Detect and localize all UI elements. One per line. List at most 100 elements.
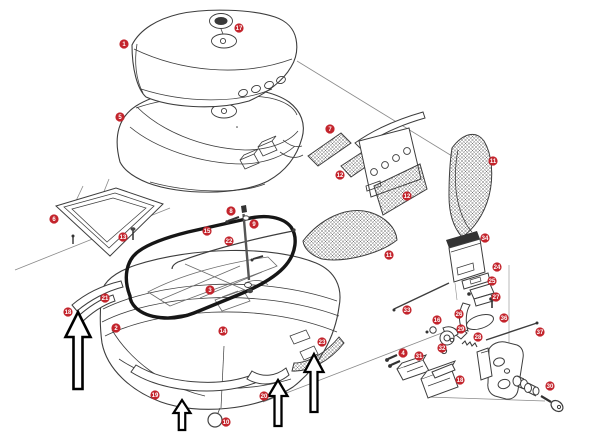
markers-layer: 1 17 5 7 12 12 11 11 6 13 8 9 15 22 3 21 18 2 14 19 20 23 10 34… [49, 23, 555, 427]
part-marker-number: 15 [204, 229, 211, 235]
plate-holder-top-bar [446, 231, 480, 248]
part-marker-number: 18 [65, 310, 72, 316]
lock-assembly [385, 231, 564, 413]
part-marker-number: 3 [208, 288, 212, 294]
part-marker-number: 5 [118, 115, 122, 121]
part-marker-23: 23 [317, 337, 327, 347]
part-marker-number: 24 [494, 265, 501, 271]
rod-right [485, 322, 538, 341]
part-marker-7: 7 [325, 124, 335, 134]
part-marker-number: 19 [152, 393, 159, 399]
part-marker-number: 21 [102, 296, 109, 302]
lid-vents [238, 75, 286, 98]
part-marker-number: 11 [386, 253, 393, 259]
part-marker-22: 22 [224, 236, 234, 246]
part-marker-number: 2 [114, 326, 118, 332]
part-marker-number: 17 [236, 26, 243, 32]
part-marker-31: 31 [414, 351, 424, 361]
points-to-part-arrow-2 [171, 397, 193, 432]
part-marker-21: 21 [100, 293, 110, 303]
part-marker-number: 10 [223, 420, 230, 426]
pad-right-crescent [448, 133, 493, 238]
part-marker-1: 1 [119, 39, 129, 49]
part-marker-number: 16 [434, 318, 441, 324]
part-marker-number: 37 [537, 330, 544, 336]
arrows-layer [63, 309, 326, 432]
cable-pulley [439, 326, 459, 346]
part-marker-5: 5 [115, 112, 125, 122]
part-marker-6: 6 [49, 214, 59, 224]
part-marker-number: 36 [501, 316, 508, 322]
key [540, 395, 564, 413]
points-to-part-arrow-4 [302, 351, 326, 414]
part-marker-14: 14 [218, 326, 228, 336]
part-marker-number: 12 [404, 194, 411, 200]
release-cable [171, 228, 296, 270]
part-marker-number: 25 [489, 279, 496, 285]
part-marker-number: 12 [337, 173, 344, 179]
part-marker-28: 28 [473, 332, 483, 342]
part-marker-18: 18 [63, 307, 73, 317]
part-marker-3: 3 [205, 285, 215, 295]
part-marker-number: 34 [482, 236, 489, 242]
part-marker-8: 8 [226, 206, 236, 216]
part-marker-number: 13 [120, 235, 127, 241]
part-marker-12: 12 [402, 191, 412, 201]
part-marker-17: 17 [234, 23, 244, 33]
part-marker-number: 32 [439, 346, 446, 352]
part-marker-25: 25 [487, 276, 497, 286]
part-marker-4: 4 [398, 348, 408, 358]
part-marker-26: 26 [454, 309, 464, 319]
part-marker-30: 30 [545, 381, 555, 391]
part-marker-18: 18 [455, 375, 465, 385]
part-marker-33: 33 [402, 305, 412, 315]
button-screws [385, 353, 401, 368]
plate-bracket [476, 347, 493, 381]
part-marker-34: 34 [480, 233, 490, 243]
part-marker-11: 11 [384, 250, 394, 260]
lid-keyhole-disc [211, 33, 237, 49]
backrest-pads [302, 111, 493, 261]
part-marker-32: 32 [437, 343, 447, 353]
case-body [116, 86, 304, 193]
part-marker-number: 7 [328, 127, 332, 133]
part-marker-number: 8 [229, 209, 233, 215]
part-marker-24: 24 [492, 262, 502, 272]
part-marker-number: 11 [490, 159, 497, 165]
ball-knob [207, 407, 223, 428]
circlip [429, 326, 437, 334]
part-marker-16: 16 [432, 315, 442, 325]
rack-plate [55, 187, 164, 257]
lock-cylinder [512, 375, 540, 397]
brand-emblem [209, 13, 233, 35]
lock-cam [466, 313, 494, 331]
points-to-part-arrow-3 [266, 377, 290, 428]
seal-gasket-ring [124, 214, 297, 320]
pad-small-left [307, 132, 352, 167]
part-marker-number: 9 [252, 222, 256, 228]
button-cover [420, 360, 459, 399]
part-marker-number: 20 [261, 394, 268, 400]
part-marker-37: 37 [535, 327, 545, 337]
part-marker-number: 1 [122, 42, 126, 48]
part-marker-number: 29 [458, 327, 465, 333]
points-to-part-arrow-1 [63, 309, 93, 391]
part-marker-number: 4 [401, 351, 405, 357]
part-marker-10: 10 [221, 417, 231, 427]
spring [461, 340, 478, 348]
part-marker-29: 29 [456, 324, 466, 334]
part-marker-11: 11 [488, 156, 498, 166]
tie-rod-hardware [225, 205, 264, 294]
part-marker-19: 19 [150, 390, 160, 400]
part-marker-number: 28 [475, 335, 482, 341]
lid [131, 9, 298, 108]
part-marker-number: 23 [319, 340, 326, 346]
part-marker-13: 13 [118, 232, 128, 242]
part-marker-2: 2 [111, 323, 121, 333]
part-marker-number: 6 [52, 217, 56, 223]
part-marker-number: 33 [404, 308, 411, 314]
rod-left [393, 282, 450, 310]
part-marker-number: 31 [416, 354, 423, 360]
part-marker-number: 27 [493, 295, 500, 301]
